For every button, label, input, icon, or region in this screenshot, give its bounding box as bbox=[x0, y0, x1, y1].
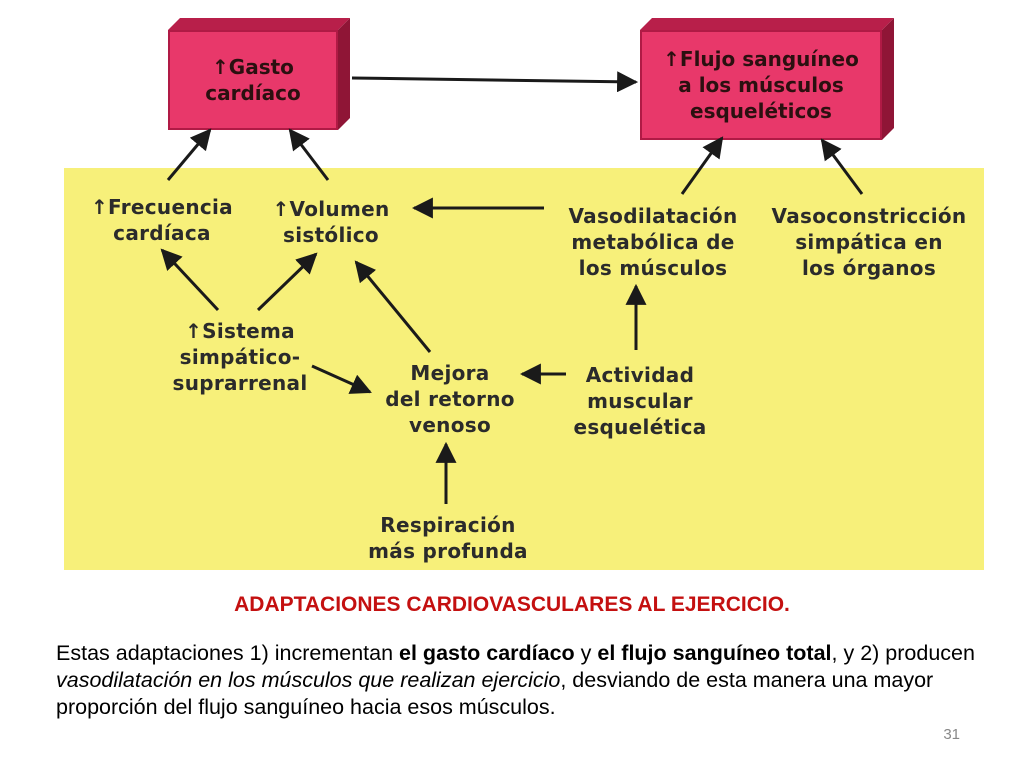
actividad-muscular-node: Actividad muscular esquelética bbox=[562, 362, 718, 440]
gasto-line-1: ↑Gasto bbox=[212, 55, 294, 79]
arrow-frecuencia-to-gasto bbox=[166, 128, 212, 181]
sistema-simpatico-node: ↑Sistema simpático- suprarrenal bbox=[160, 318, 320, 396]
slide-title: ADAPTACIONES CARDIOVASCULARES AL EJERCIC… bbox=[234, 593, 790, 616]
volumen-line-2: sistólico bbox=[283, 223, 379, 247]
arrow-gasto-to-flujo bbox=[351, 71, 639, 93]
vasoconstriccion-node: Vasoconstricción simpática en los órgano… bbox=[756, 203, 982, 281]
vasodilatacion-line-1: Vasodilatación bbox=[568, 204, 738, 228]
sistema-line-2: simpático- bbox=[179, 345, 301, 369]
sistema-line-3: suprarrenal bbox=[172, 371, 308, 395]
arrow-sistema-to-frecuencia bbox=[160, 248, 220, 312]
actividad-line-1: Actividad bbox=[585, 363, 695, 387]
mejora-line-1: Mejora bbox=[410, 361, 490, 385]
caption-italic-vasodilatacion: vasodilatación en los músculos que reali… bbox=[56, 668, 561, 692]
arrow-mejora-to-volumen bbox=[354, 260, 432, 353]
respiracion-line-1: Respiración bbox=[380, 513, 516, 537]
frecuencia-cardiaca-node: ↑Frecuencia cardíaca bbox=[82, 194, 242, 246]
arrow-sistema-to-mejora bbox=[311, 364, 372, 394]
arrow-vasoconstriccion-to-flujo bbox=[820, 138, 864, 195]
mejora-line-3: venoso bbox=[408, 413, 492, 437]
flujo-line-2: a los músculos bbox=[678, 73, 844, 97]
gasto-cardiaco-box: ↑Gasto cardíaco bbox=[168, 30, 338, 130]
caption-bold-flujo: el flujo sanguíneo total bbox=[597, 641, 832, 665]
volumen-line-1: ↑Volumen bbox=[272, 197, 390, 221]
vasoconstriccion-line-3: los órganos bbox=[801, 256, 937, 280]
mejora-line-2: del retorno bbox=[385, 387, 515, 411]
arrow-volumen-to-gasto bbox=[288, 128, 330, 181]
flujo-line-3: esqueléticos bbox=[690, 99, 832, 123]
caption-paragraph: Estas adaptaciones 1) incrementan el gas… bbox=[56, 640, 996, 721]
caption-part-5: y bbox=[574, 641, 598, 665]
frecuencia-line-2: cardíaca bbox=[113, 221, 211, 245]
arrow-vasodilatacion-to-flujo bbox=[680, 136, 724, 195]
caption-part-3: incrementan bbox=[268, 641, 400, 665]
arrow-sistema-to-volumen bbox=[256, 252, 318, 312]
volumen-sistolico-node: ↑Volumen sistólico bbox=[258, 196, 404, 248]
mejora-retorno-node: Mejora del retorno venoso bbox=[372, 360, 528, 438]
sistema-line-1: ↑Sistema bbox=[185, 319, 295, 343]
caption-part-7: , y bbox=[831, 641, 861, 665]
flujo-sanguineo-box: ↑Flujo sanguíneo a los músculos esquelét… bbox=[640, 30, 882, 140]
caption-part-8: 2) bbox=[860, 641, 880, 665]
actividad-line-2: muscular bbox=[587, 389, 693, 413]
frecuencia-line-1: ↑Frecuencia bbox=[91, 195, 233, 219]
vasoconstriccion-line-1: Vasoconstricción bbox=[771, 204, 967, 228]
flujo-line-1: ↑Flujo sanguíneo bbox=[663, 47, 859, 71]
vasodilatacion-node: Vasodilatación metabólica de los músculo… bbox=[548, 203, 758, 281]
vasodilatacion-line-2: metabólica de bbox=[571, 230, 735, 254]
caption-part-1: Estas adaptaciones bbox=[56, 641, 250, 665]
caption-part-2: 1) bbox=[249, 641, 269, 665]
caption-part-9: producen bbox=[879, 641, 975, 665]
page-number: 31 bbox=[943, 726, 960, 743]
respiracion-node: Respiración más profunda bbox=[358, 512, 538, 564]
vasoconstriccion-line-2: simpática en bbox=[795, 230, 943, 254]
vasodilatacion-line-3: los músculos bbox=[578, 256, 728, 280]
respiracion-line-2: más profunda bbox=[368, 539, 528, 563]
caption-part-11: , desviando de esta manera una mayor pro… bbox=[56, 668, 934, 719]
actividad-line-3: esquelética bbox=[573, 415, 707, 439]
gasto-line-2: cardíaco bbox=[205, 81, 301, 105]
caption-bold-gasto: el gasto cardíaco bbox=[399, 641, 575, 665]
